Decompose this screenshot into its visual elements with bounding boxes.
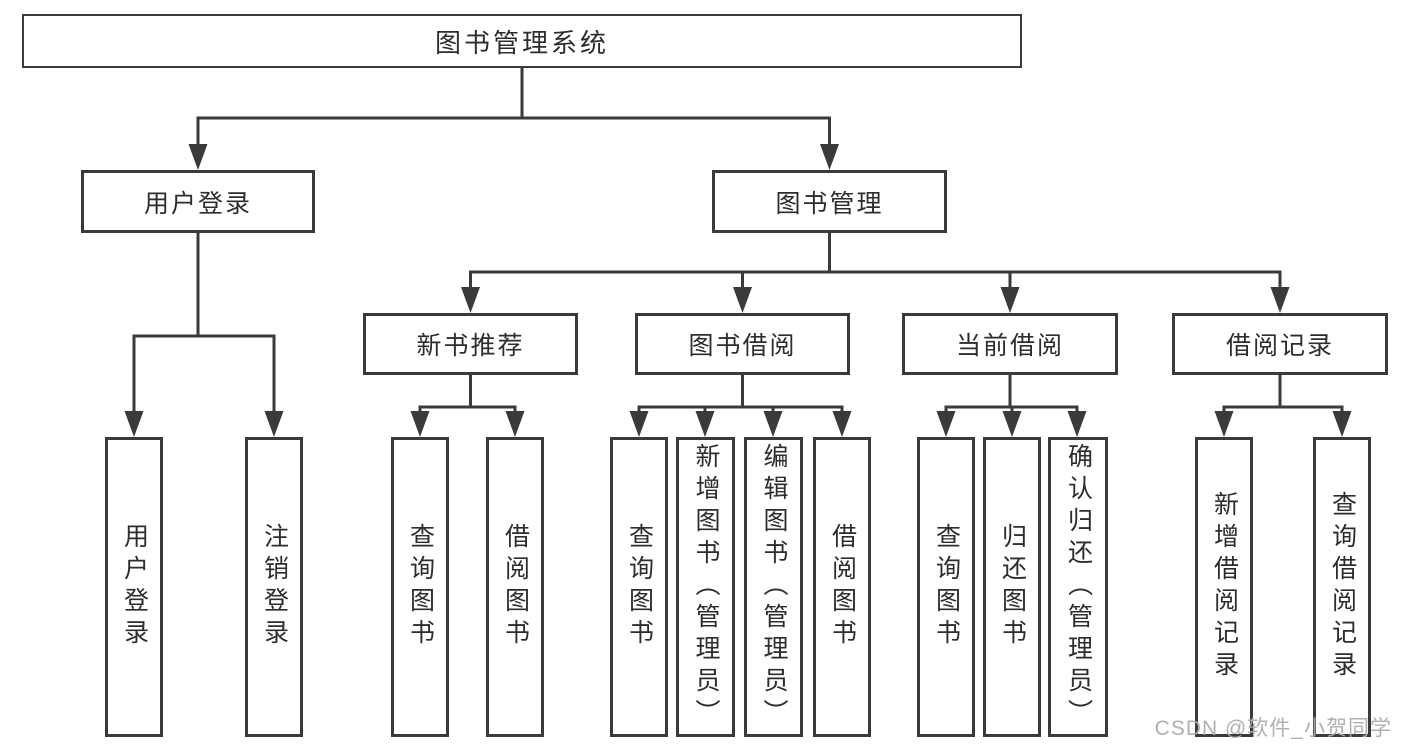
- node-label: 注销登录: [260, 523, 289, 651]
- node-borrow-records: 借阅记录: [1172, 313, 1388, 375]
- connector: [124, 233, 284, 437]
- node-label: 借阅图书: [828, 523, 857, 651]
- node-leaf-logout: 注销登录: [245, 437, 303, 737]
- node-label: 图书管理: [775, 189, 884, 218]
- node-leaf-query-book-3: 查询图书: [917, 437, 975, 737]
- node-label: 新增图书（管理员）: [692, 443, 720, 731]
- connector: [936, 375, 1087, 437]
- connector: [188, 68, 839, 170]
- node-current-borrow: 当前借阅: [902, 313, 1118, 375]
- node-new-book-rec: 新书推荐: [363, 313, 578, 375]
- node-label: 图书借阅: [688, 332, 797, 360]
- node-label: 查询图书: [406, 523, 435, 651]
- node-label: 查询图书: [932, 523, 961, 651]
- node-leaf-edit-book: 编辑图书（管理员）: [744, 437, 803, 737]
- node-label: 用户登录: [120, 523, 149, 651]
- node-leaf-borrow-book-1: 借阅图书: [486, 437, 544, 737]
- node-label: 图书管理系统: [434, 27, 609, 58]
- node-leaf-borrow-book-2: 借阅图书: [813, 437, 871, 737]
- node-leaf-query-borrow-record: 查询借阅记录: [1313, 437, 1371, 737]
- node-book-mgmt: 图书管理: [712, 170, 947, 233]
- node-label: 借阅记录: [1225, 332, 1334, 360]
- node-label: 新书推荐: [416, 332, 525, 360]
- connector: [410, 375, 525, 437]
- node-label: 归还图书: [998, 523, 1027, 651]
- node-label: 当前借阅: [955, 332, 1064, 360]
- node-leaf-return-book: 归还图书: [983, 437, 1041, 737]
- node-book-borrow: 图书借阅: [635, 313, 850, 375]
- node-user-login: 用户登录: [81, 170, 315, 233]
- node-label: 查询图书: [625, 523, 654, 651]
- node-root: 图书管理系统: [22, 14, 1022, 68]
- node-leaf-query-book-1: 查询图书: [391, 437, 449, 737]
- node-leaf-user-login: 用户登录: [105, 437, 163, 737]
- connector: [461, 233, 1290, 313]
- node-label: 编辑图书（管理员）: [760, 443, 788, 731]
- node-label: 确认归还（管理员）: [1064, 443, 1093, 731]
- node-label: 借阅图书: [501, 523, 530, 651]
- node-leaf-add-book: 新增图书（管理员）: [676, 437, 735, 737]
- node-label: 查询借阅记录: [1328, 491, 1357, 683]
- node-leaf-confirm-return: 确认归还（管理员）: [1048, 437, 1108, 737]
- node-label: 新增借阅记录: [1210, 491, 1239, 683]
- node-leaf-query-book-2: 查询图书: [610, 437, 668, 737]
- node-leaf-add-borrow-record: 新增借阅记录: [1195, 437, 1253, 737]
- connector: [1214, 375, 1352, 437]
- connector: [629, 375, 852, 437]
- node-label: 用户登录: [143, 189, 252, 218]
